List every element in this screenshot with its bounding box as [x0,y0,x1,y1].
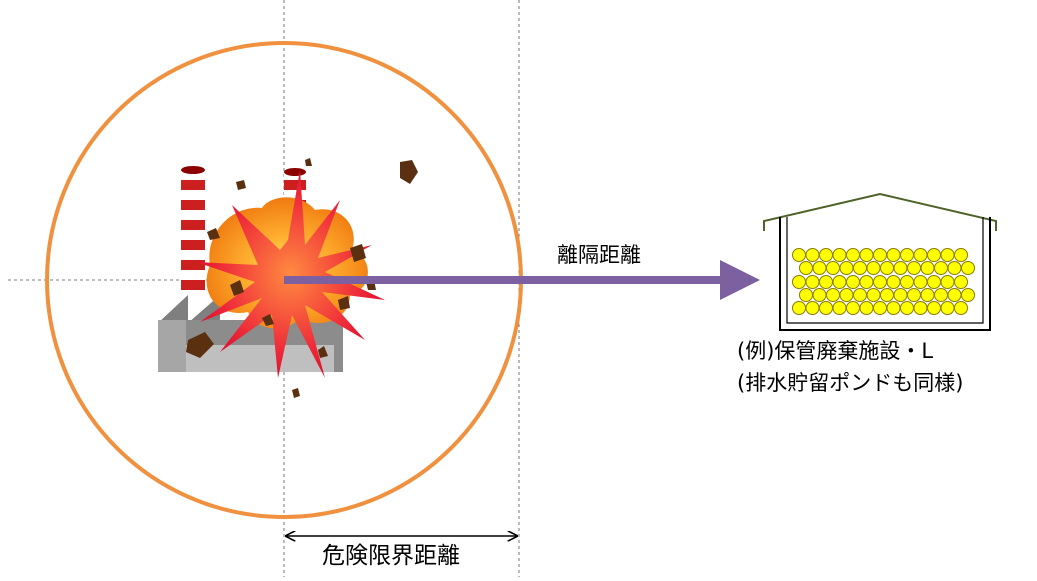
drum [819,301,833,315]
drum [920,261,935,275]
drum [819,248,833,262]
drum [832,275,847,289]
drum [832,248,847,262]
drum [907,261,921,275]
drum [880,288,894,302]
burst [196,170,385,378]
debris [186,158,418,398]
drum [927,275,941,289]
drum [927,301,941,315]
drum [880,261,894,275]
storage-roof [763,192,997,231]
drum [839,261,854,275]
separation-distance-label: 離隔距離 [557,243,641,267]
drum [947,288,962,302]
drum [839,288,854,302]
drum [805,248,820,262]
drum [799,261,813,275]
drum [792,248,806,262]
drum [792,301,806,315]
drum [920,288,935,302]
drum [846,275,860,289]
drum [961,261,975,275]
drum [913,301,928,315]
drum [859,248,874,262]
drum [954,301,968,315]
drum [805,301,820,315]
drum [913,275,928,289]
drum [812,261,827,275]
drum [846,301,860,315]
drum [900,275,914,289]
drum [934,288,948,302]
drum [859,275,874,289]
drum [873,301,887,315]
drum [940,301,955,315]
drum [805,275,820,289]
drum [907,288,921,302]
drum [947,261,962,275]
drum [859,301,874,315]
factory-roof [158,295,188,323]
drum [873,275,887,289]
drum [853,288,867,302]
drum [799,288,813,302]
drum [961,288,975,302]
example-note-label: (排水貯留ポンドも同様) [737,371,964,395]
drum [832,301,847,315]
factory-icon [158,166,343,372]
drum-stack [792,248,975,315]
drum [826,261,840,275]
drum [927,248,941,262]
drum [886,248,901,262]
drum [954,275,968,289]
drum [792,275,806,289]
storage-container [779,217,991,331]
drum [819,275,833,289]
drum [893,288,908,302]
drum [900,301,914,315]
drum [934,261,948,275]
drum [873,248,887,262]
explosion-icon [186,158,418,398]
drum [886,275,901,289]
chimney-left [181,170,205,290]
danger-limit-distance-label: 危険限界距離 [322,543,460,569]
storage-facility-icon [763,192,997,331]
drum [913,248,928,262]
drum [940,248,955,262]
example-facility-label: (例)保管廃棄施設・L [737,339,934,363]
drum [866,261,881,275]
drum [812,288,827,302]
drum [886,301,901,315]
drum [826,288,840,302]
drum [954,248,968,262]
drum [940,275,955,289]
drum [866,288,881,302]
drum [853,261,867,275]
drum [893,261,908,275]
drum [900,248,914,262]
drum [846,248,860,262]
